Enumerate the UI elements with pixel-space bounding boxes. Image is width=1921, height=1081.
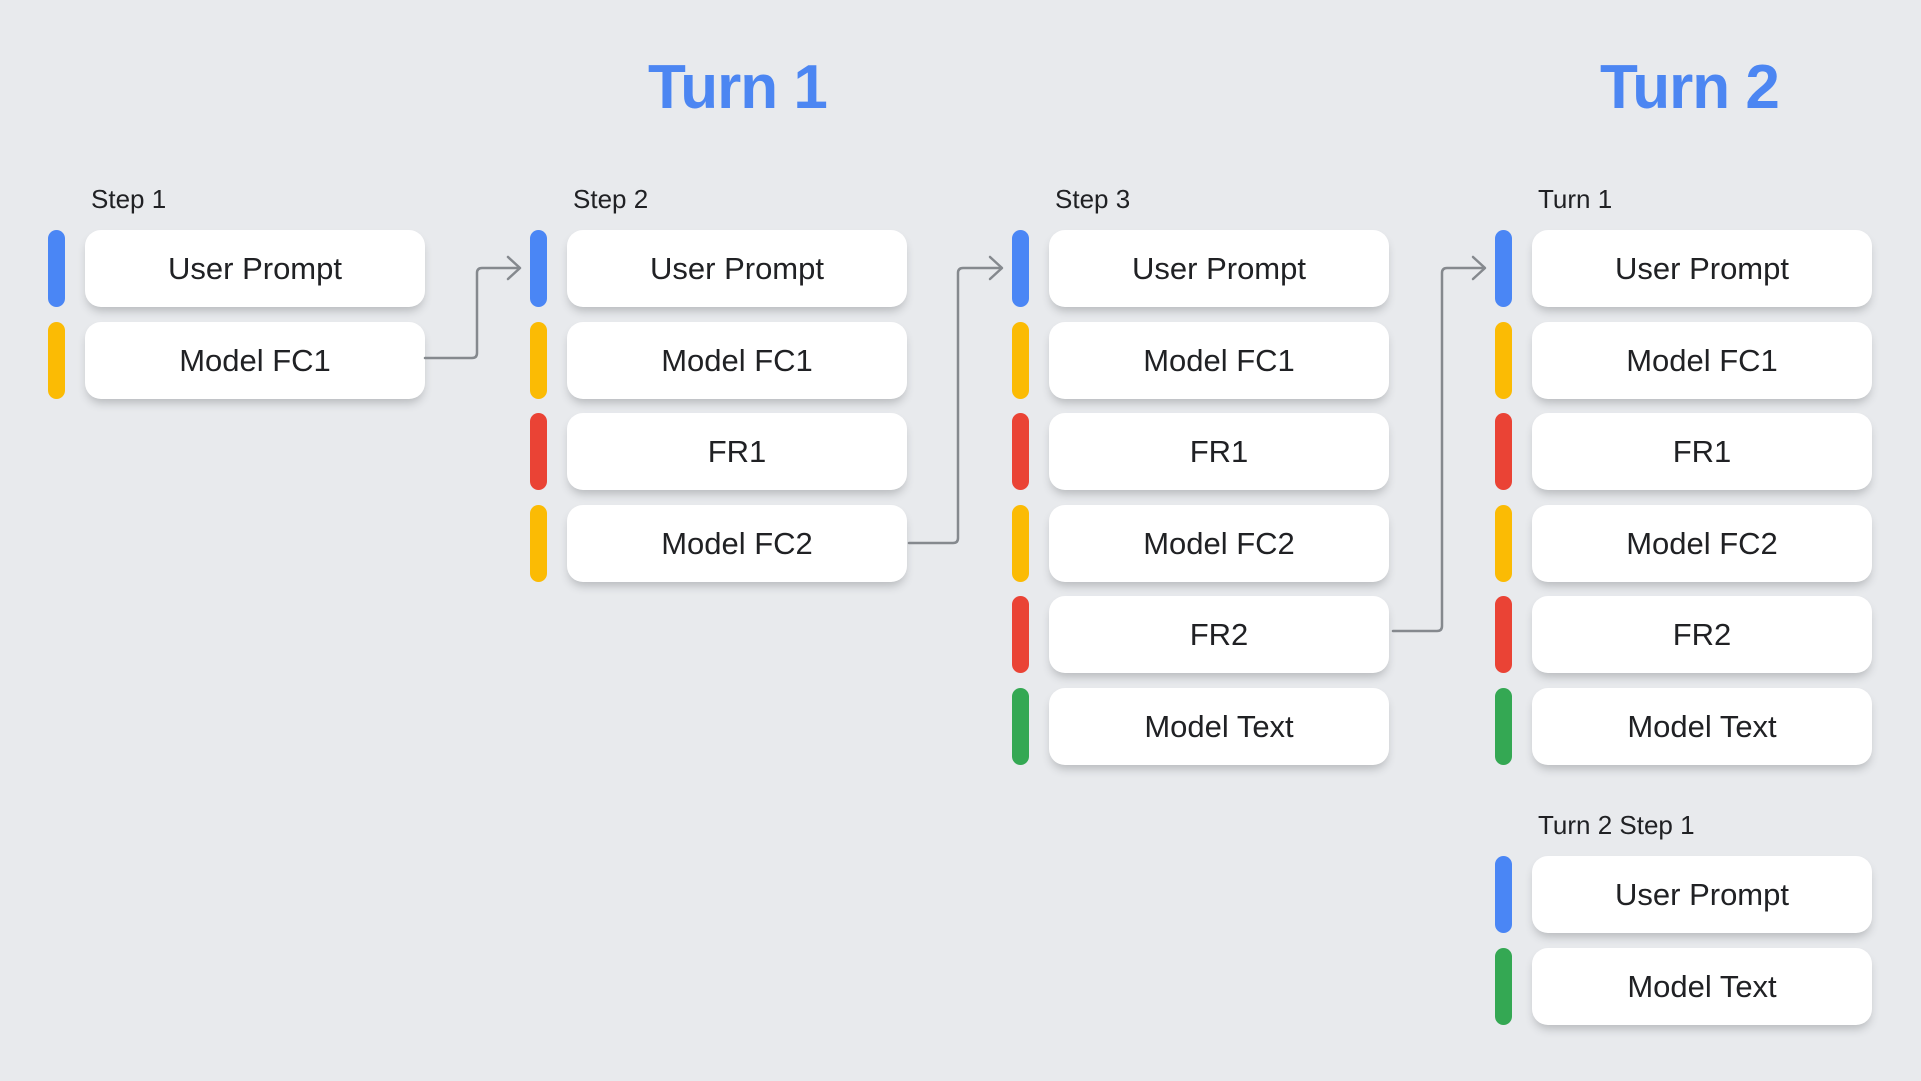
card-label: Model FC2	[1626, 525, 1778, 561]
card-model-fc2: Model FC2	[1049, 504, 1389, 582]
card-row: User Prompt	[530, 230, 907, 307]
card-row: User Prompt	[1495, 856, 1872, 933]
column-step1: Step 1 User Prompt Model FC1	[48, 186, 425, 413]
card-label: Model FC2	[1143, 525, 1295, 561]
user-prompt-marker	[1495, 856, 1512, 933]
model-fc-marker	[530, 504, 547, 582]
card-user-prompt: User Prompt	[1049, 230, 1389, 307]
model-fc-marker	[1495, 321, 1512, 399]
card-label: Model FC2	[661, 525, 813, 561]
user-prompt-marker	[48, 230, 65, 307]
column-turn2-step1: Turn 2 Step 1 User Prompt Model Text	[1495, 812, 1872, 1039]
function-response-marker	[530, 413, 547, 490]
card-row: Model FC1	[530, 321, 907, 399]
card-model-text: Model Text	[1532, 687, 1872, 765]
card-label: Model FC1	[661, 342, 813, 378]
card-row: FR1	[1495, 413, 1872, 490]
column-label: Turn 1	[1538, 184, 1613, 214]
arrowhead-step2	[506, 255, 522, 281]
connector-arrow-step1-to-step2	[423, 266, 520, 360]
arrowhead-step3	[988, 255, 1004, 281]
card-model-fc2: Model FC2	[1532, 504, 1872, 582]
card-label: Model FC1	[1143, 342, 1295, 378]
model-text-marker	[1012, 687, 1029, 765]
card-row: Model Text	[1495, 687, 1872, 765]
user-prompt-marker	[1012, 230, 1029, 307]
card-label: FR1	[1189, 434, 1249, 469]
card-model-fc1: Model FC1	[1532, 321, 1872, 399]
card-row: FR1	[1012, 413, 1389, 490]
card-label: Model FC1	[1626, 342, 1778, 378]
card-model-fc1: Model FC1	[1049, 321, 1389, 399]
card-row: Model FC2	[530, 504, 907, 582]
card-row: FR1	[530, 413, 907, 490]
card-fr1: FR1	[567, 413, 907, 490]
model-fc-marker	[48, 321, 65, 399]
function-response-marker	[1495, 413, 1512, 490]
connector-arrow-step2-to-step3	[907, 266, 1002, 545]
card-row: Model FC2	[1012, 504, 1389, 582]
card-row: Model FC2	[1495, 504, 1872, 582]
card-user-prompt: User Prompt	[1532, 230, 1872, 307]
arrowhead-turn1	[1471, 255, 1487, 281]
card-label: Model Text	[1627, 968, 1777, 1004]
card-label: User Prompt	[1615, 877, 1789, 912]
connector-arrow-step3-to-turn1	[1391, 266, 1485, 633]
card-fr2: FR2	[1049, 596, 1389, 673]
card-model-fc1: Model FC1	[567, 321, 907, 399]
column-step3: Step 3 User Prompt Model FC1 FR1 Model F…	[1012, 186, 1389, 779]
card-label: User Prompt	[1615, 251, 1789, 286]
model-fc-marker	[1012, 504, 1029, 582]
card-fr1: FR1	[1532, 413, 1872, 490]
card-row: User Prompt	[1012, 230, 1389, 307]
column-label: Step 2	[573, 184, 649, 214]
card-model-fc1: Model FC1	[85, 321, 425, 399]
model-fc-marker	[530, 321, 547, 399]
card-label: User Prompt	[168, 251, 342, 286]
column-label: Turn 2 Step 1	[1538, 810, 1695, 840]
card-model-text: Model Text	[1049, 687, 1389, 765]
card-row: User Prompt	[48, 230, 425, 307]
card-label: User Prompt	[650, 251, 824, 286]
card-label: User Prompt	[1132, 251, 1306, 286]
card-user-prompt: User Prompt	[85, 230, 425, 307]
card-row: Model Text	[1012, 687, 1389, 765]
card-row: User Prompt	[1495, 230, 1872, 307]
column-label: Step 1	[91, 184, 167, 214]
card-row: Model FC1	[1495, 321, 1872, 399]
user-prompt-marker	[1495, 230, 1512, 307]
function-response-marker	[1012, 413, 1029, 490]
card-label: Model Text	[1627, 708, 1777, 744]
turn-2-title: Turn 2	[1600, 53, 1780, 122]
card-row: Model FC1	[48, 321, 425, 399]
column-turn1-history: Turn 1 User Prompt Model FC1 FR1 Model F…	[1495, 186, 1872, 779]
turn-1-title: Turn 1	[648, 53, 828, 122]
function-response-marker	[1012, 596, 1029, 673]
card-row: FR2	[1012, 596, 1389, 673]
model-fc-marker	[1495, 504, 1512, 582]
column-label: Step 3	[1055, 184, 1131, 214]
card-fr1: FR1	[1049, 413, 1389, 490]
card-label: Model FC1	[179, 342, 331, 378]
card-label: Model Text	[1144, 708, 1294, 744]
function-response-marker	[1495, 596, 1512, 673]
card-model-text: Model Text	[1532, 947, 1872, 1025]
card-label: FR1	[1672, 434, 1732, 469]
card-row: Model FC1	[1012, 321, 1389, 399]
card-user-prompt: User Prompt	[567, 230, 907, 307]
card-label: FR2	[1189, 617, 1249, 652]
model-text-marker	[1495, 947, 1512, 1025]
card-model-fc2: Model FC2	[567, 504, 907, 582]
card-row: Model Text	[1495, 947, 1872, 1025]
column-step2: Step 2 User Prompt Model FC1 FR1 Model F…	[530, 186, 907, 596]
model-fc-marker	[1012, 321, 1029, 399]
user-prompt-marker	[530, 230, 547, 307]
model-text-marker	[1495, 687, 1512, 765]
card-label: FR2	[1672, 617, 1732, 652]
card-fr2: FR2	[1532, 596, 1872, 673]
card-label: FR1	[707, 434, 767, 469]
card-user-prompt: User Prompt	[1532, 856, 1872, 933]
card-row: FR2	[1495, 596, 1872, 673]
